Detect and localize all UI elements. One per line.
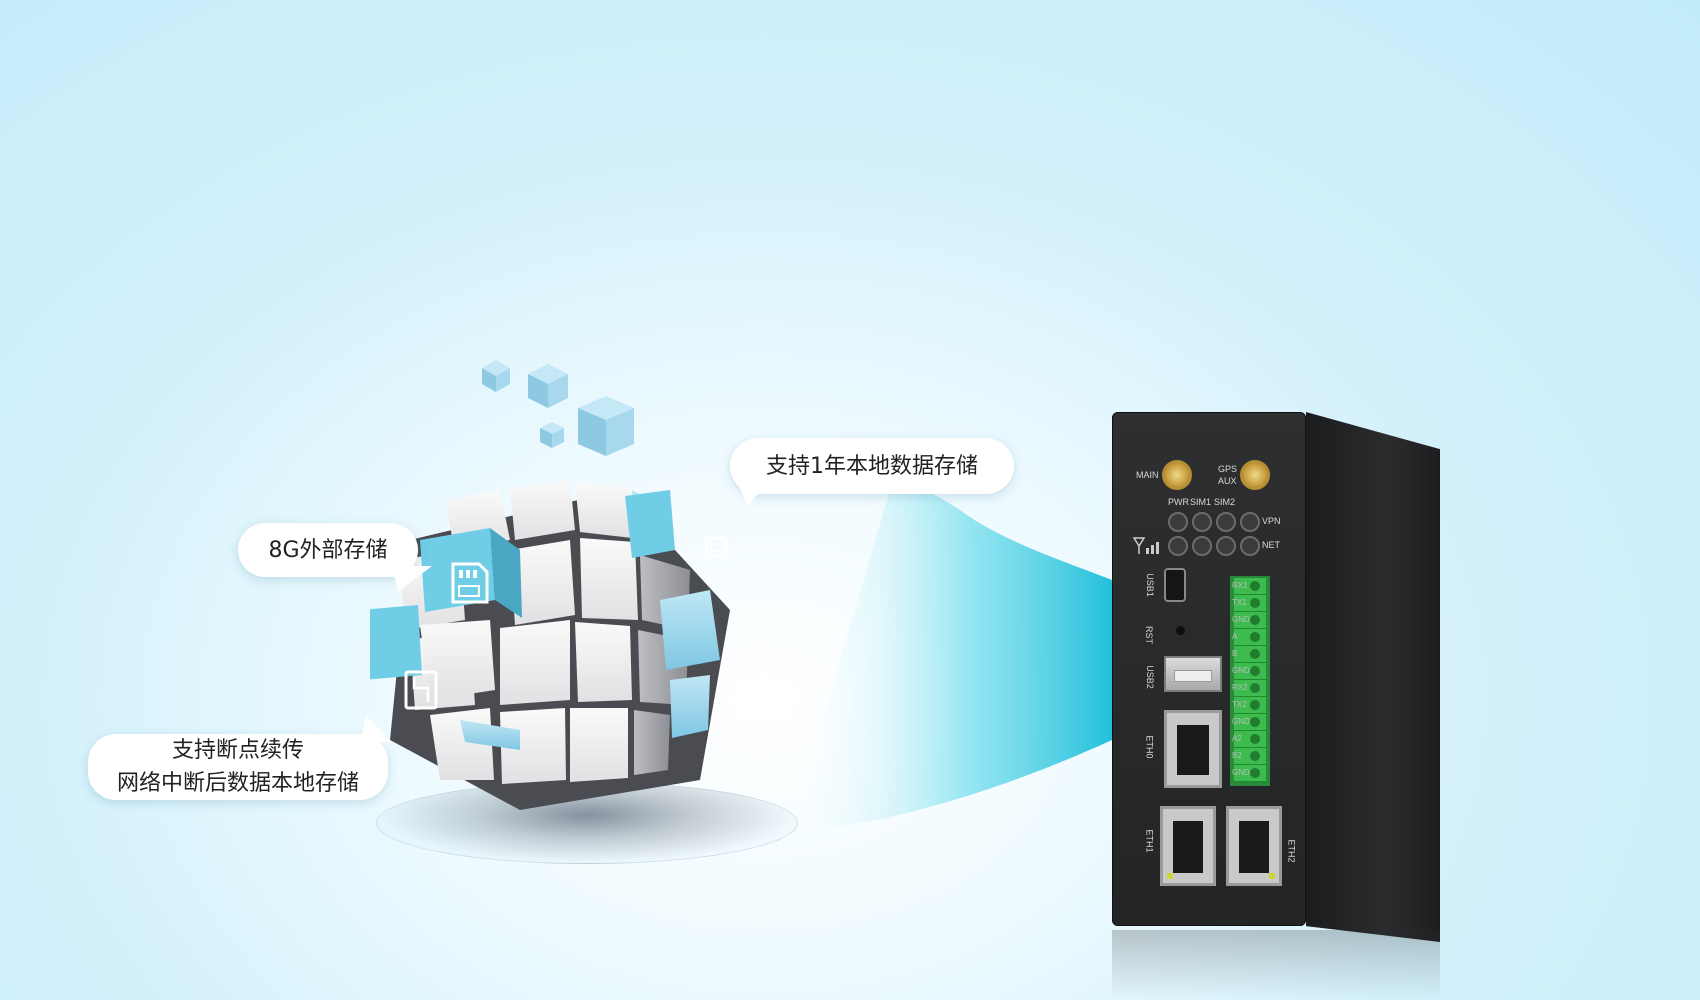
terminal-label: RX2	[1232, 683, 1248, 692]
terminal-screw	[1250, 649, 1260, 659]
router-reflection	[1112, 930, 1440, 1000]
terminal-screw	[1250, 683, 1260, 693]
terminal-label: TX1	[1232, 598, 1247, 607]
terminal-screw	[1250, 581, 1260, 591]
cube-blue-tiles	[460, 590, 720, 750]
label-vpn: VPN	[1262, 516, 1281, 526]
sim-card-icon	[404, 670, 438, 710]
label-eth2: ETH2	[1286, 839, 1297, 863]
led-signal-1	[1168, 536, 1188, 556]
floating-cube-2	[528, 364, 568, 408]
led-net	[1240, 536, 1260, 556]
callout-resume-line1: 支持断点续传	[171, 738, 304, 763]
eth1-port[interactable]	[1160, 806, 1216, 886]
terminal-screw	[1250, 615, 1260, 625]
reset-button[interactable]	[1176, 626, 1185, 635]
terminal-label: B	[1232, 649, 1238, 658]
terminal-screw	[1250, 666, 1260, 676]
led-sim2	[1216, 512, 1236, 532]
terminal-screw	[1250, 700, 1260, 710]
label-usb1: USB1	[1144, 573, 1155, 597]
storage-cube	[370, 480, 730, 810]
signal-strength-icon	[1132, 537, 1159, 554]
callout-local-storage-tail	[738, 484, 766, 506]
eth0-socket	[1177, 725, 1209, 775]
led-vpn	[1240, 512, 1260, 532]
disk-icon	[704, 536, 728, 558]
disk-tile	[625, 490, 675, 558]
terminal-screw	[1250, 632, 1260, 642]
terminal-label: GND	[1232, 768, 1250, 777]
terminal-screw	[1250, 751, 1260, 761]
terminal-screw	[1250, 598, 1260, 608]
terminal-label: B2	[1232, 751, 1242, 760]
callout-external-storage-text: 8G外部存储	[268, 537, 388, 563]
floating-cubes	[482, 360, 634, 456]
terminal-screw	[1250, 717, 1260, 727]
terminal-screw	[1250, 768, 1260, 778]
usb1-port[interactable]	[1164, 568, 1186, 602]
led-sim1	[1192, 512, 1212, 532]
callout-external-storage-tail	[392, 566, 432, 592]
usb2-tongue	[1174, 670, 1212, 682]
led-signal-3	[1216, 536, 1236, 556]
terminal-label: GND	[1232, 615, 1250, 624]
floating-cube-4	[578, 396, 634, 456]
label-pwr: PWR	[1168, 497, 1189, 507]
terminal-screw	[1250, 734, 1260, 744]
label-gps: GPS	[1218, 464, 1238, 474]
eth1-socket	[1173, 821, 1203, 873]
label-sim2: SIM2	[1214, 497, 1236, 507]
label-main: MAIN	[1136, 470, 1159, 480]
callout-local-storage-text: 支持1年本地数据存储	[766, 453, 978, 479]
eth2-led	[1269, 873, 1275, 879]
callout-resume-line2: 网络中断后数据本地存储	[116, 771, 359, 796]
sim-tile	[370, 605, 422, 680]
eth0-port[interactable]	[1164, 710, 1222, 788]
label-rst: RST	[1144, 626, 1154, 644]
led-signal-2	[1192, 536, 1212, 556]
callout-external-storage: 8G外部存储	[238, 523, 418, 577]
label-eth1: ETH1	[1144, 829, 1155, 853]
label-usb2: USB2	[1144, 665, 1155, 689]
eth1-led	[1167, 873, 1173, 879]
label-eth0: ETH0	[1144, 735, 1155, 759]
floating-cube-3	[540, 422, 564, 448]
sd-card-icon	[451, 562, 489, 604]
label-net: NET	[1262, 540, 1280, 550]
callout-resume-transfer: 支持断点续传 网络中断后数据本地存储	[88, 734, 388, 800]
eth2-socket	[1239, 821, 1269, 873]
terminal-label: RX1	[1232, 581, 1248, 590]
antenna-gps-connector	[1240, 460, 1270, 490]
sd-card-tile	[420, 528, 522, 618]
callout-resume-tail	[360, 716, 392, 742]
callout-local-storage: 支持1年本地数据存储	[730, 438, 1014, 494]
router-side-panel	[1306, 412, 1440, 942]
terminal-label: TX2	[1232, 700, 1247, 709]
antenna-main-connector	[1162, 460, 1192, 490]
label-aux: AUX	[1218, 476, 1237, 486]
terminal-label: GND	[1232, 666, 1250, 675]
terminal-label: A	[1232, 632, 1238, 641]
usb2-port[interactable]	[1164, 656, 1222, 692]
terminal-label: A2	[1232, 734, 1242, 743]
floating-cube-1	[482, 360, 510, 392]
led-pwr	[1168, 512, 1188, 532]
eth2-port[interactable]	[1226, 806, 1282, 886]
terminal-label: GND	[1232, 717, 1250, 726]
label-sim1: SIM1	[1190, 497, 1212, 507]
